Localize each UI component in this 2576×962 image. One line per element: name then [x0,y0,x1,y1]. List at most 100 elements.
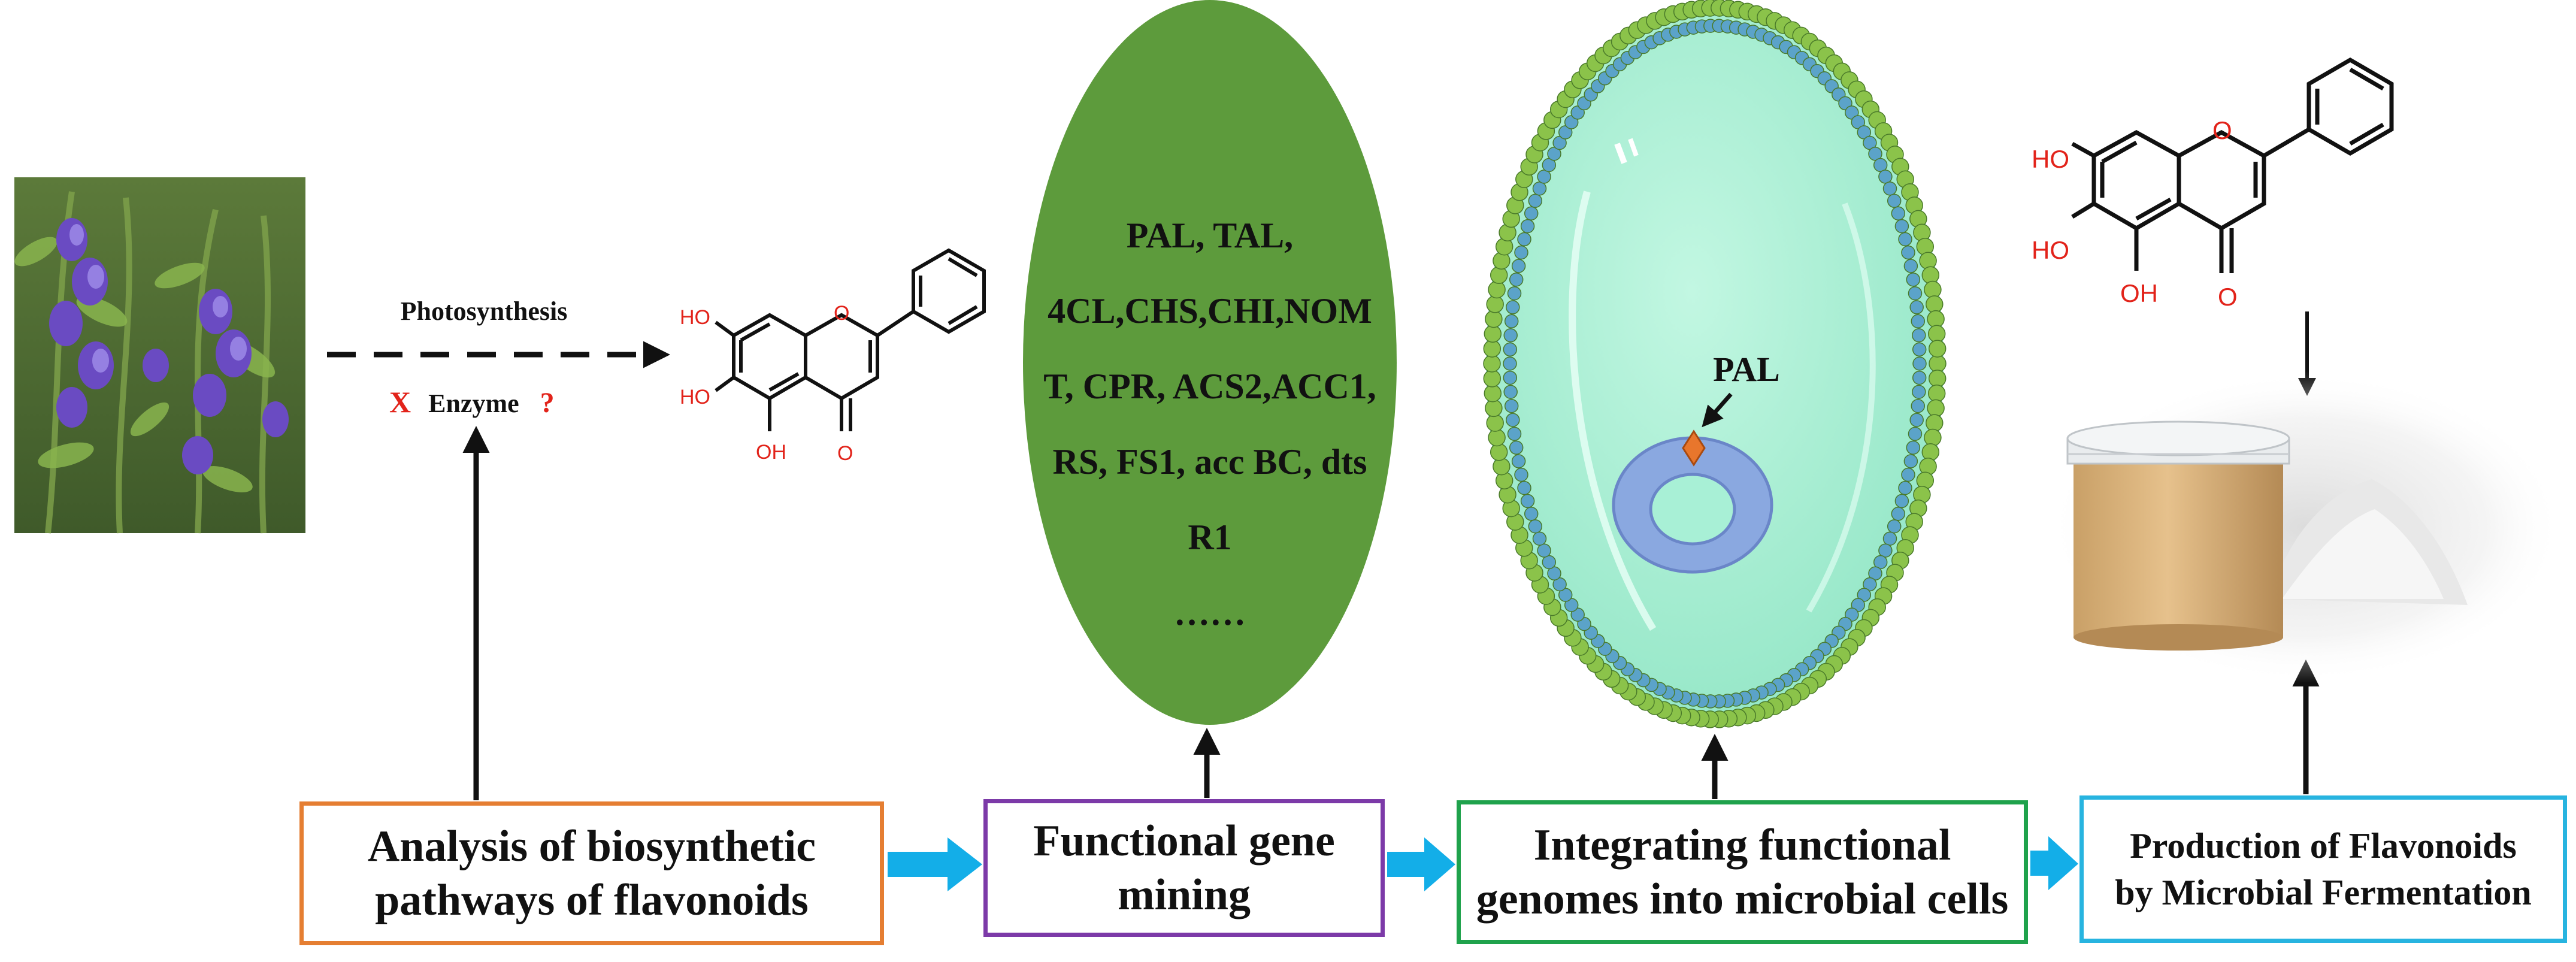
flow-arrows [888,836,2078,891]
question-mark: ? [540,387,555,419]
membrane-bead [1906,272,1921,287]
membrane-bead [1908,286,1923,301]
membrane-bead [1503,370,1518,385]
powder-drum [2048,371,2563,683]
membrane-bead [1517,232,1531,247]
membrane-bead [1929,355,1947,373]
membrane-bead [1506,413,1520,427]
membrane-bead [1912,342,1927,357]
membrane-bead [1898,480,1912,495]
integrating-box-label: Integrating functional genomes into micr… [1476,820,2009,924]
membrane-bead [1912,370,1927,385]
membrane-bead [1924,280,1942,299]
analysis-box-label: Analysis of biosynthetic pathways of fla… [367,821,816,925]
membrane-bead [1484,384,1502,403]
membrane-bead [1514,245,1528,260]
production-box-label: Production of Flavonoids by Microbial Fe… [2115,826,2532,912]
gene-mining-box: Functional gene mining [983,799,1385,937]
membrane-bead [1517,480,1531,495]
membrane-bead [1532,531,1547,546]
membrane-bead [1891,507,1906,521]
membrane-bead [1912,385,1926,399]
membrane-bead [1483,340,1502,358]
membrane-bead [1927,384,1946,403]
production-box: Production of Flavonoids by Microbial Fe… [2079,795,2567,943]
membrane-bead [1903,259,1918,273]
flavonoid-molecule-small [715,248,986,431]
membrane-bead [1928,370,1947,388]
membrane-bead [1887,519,1902,534]
membrane-bead [1928,340,1947,358]
membrane-bead [1514,467,1528,482]
membrane-bead [1486,295,1504,313]
membrane-bead [1911,398,1926,413]
membrane-bead [1486,414,1504,432]
membrane-bead [1912,328,1926,343]
membrane-bead [1507,426,1522,441]
membrane-bead [1921,266,1940,285]
mol2-ring-o: O [2212,116,2232,144]
analysis-box: Analysis of biosynthetic pathways of fla… [299,801,884,945]
flow-arrow-1 [888,837,982,891]
membrane-bead [1503,385,1518,399]
mol1-ho-mid: HO [680,386,710,409]
membrane-bead [1891,206,1906,220]
enzyme-label: Enzyme [428,389,519,418]
membrane-bead [1887,193,1902,208]
mol1-carbonyl-o: O [837,442,853,465]
membrane-bead [1912,356,1927,371]
mol1-ring-o: O [834,302,849,325]
membrane-bead [1503,342,1518,357]
membrane-bead [1509,440,1524,455]
membrane-bead [1503,356,1517,371]
membrane-bead [1927,399,1945,418]
mol2-carbonyl-o: O [2218,283,2238,311]
membrane-bead [1532,181,1547,196]
membrane-bead [1490,443,1508,461]
membrane-bead [1909,300,1924,314]
membrane-bead [1894,219,1909,234]
x-mark: X [389,385,411,419]
membrane-bead [1926,414,1944,432]
membrane-bead [1924,428,1942,447]
membrane-bead [1901,467,1915,482]
membrane-bead [1921,443,1940,461]
membrane-bead [1488,428,1506,447]
membrane-bead [1485,399,1503,418]
membrane-bead [1507,286,1522,301]
scutellaria-plant-photo [14,177,305,534]
membrane-bead [1488,280,1506,299]
membrane-bead [1524,507,1539,521]
membrane-bead [1926,295,1944,313]
pal-label: PAL [1713,350,1780,389]
mol2-ho-top: HO [2032,145,2069,173]
flow-arrow-3 [2030,836,2078,890]
membrane-bead [1490,266,1508,285]
membrane-bead [1524,206,1539,220]
membrane-bead [1528,193,1543,208]
membrane-bead [1537,543,1551,558]
membrane-bead [1927,310,1945,328]
membrane-bead [1511,259,1526,273]
membrane-bead [1483,370,1502,388]
flavonoid-molecule-large [2071,57,2394,273]
membrane-bead [1927,325,1946,343]
membrane-bead [1528,519,1543,534]
membrane-bead [1504,398,1519,413]
microbial-cell [1483,0,1947,728]
flow-arrow-2 [1387,837,1455,891]
membrane-bead [1520,494,1535,509]
membrane-bead [1906,440,1921,455]
membrane-bead [1882,181,1897,196]
membrane-bead [1485,310,1503,328]
membrane-bead [1483,355,1501,373]
membrane-bead [1509,272,1524,287]
integrating-box: Integrating functional genomes into micr… [1457,800,2028,944]
membrane-bead [1903,454,1918,468]
membrane-bead [1901,245,1915,260]
membrane-bead [1894,494,1909,509]
membrane-bead [1503,328,1518,343]
membrane-bead [1919,252,1937,270]
mol2-ho-mid: HO [2032,236,2069,264]
membrane-bead [1504,314,1519,329]
